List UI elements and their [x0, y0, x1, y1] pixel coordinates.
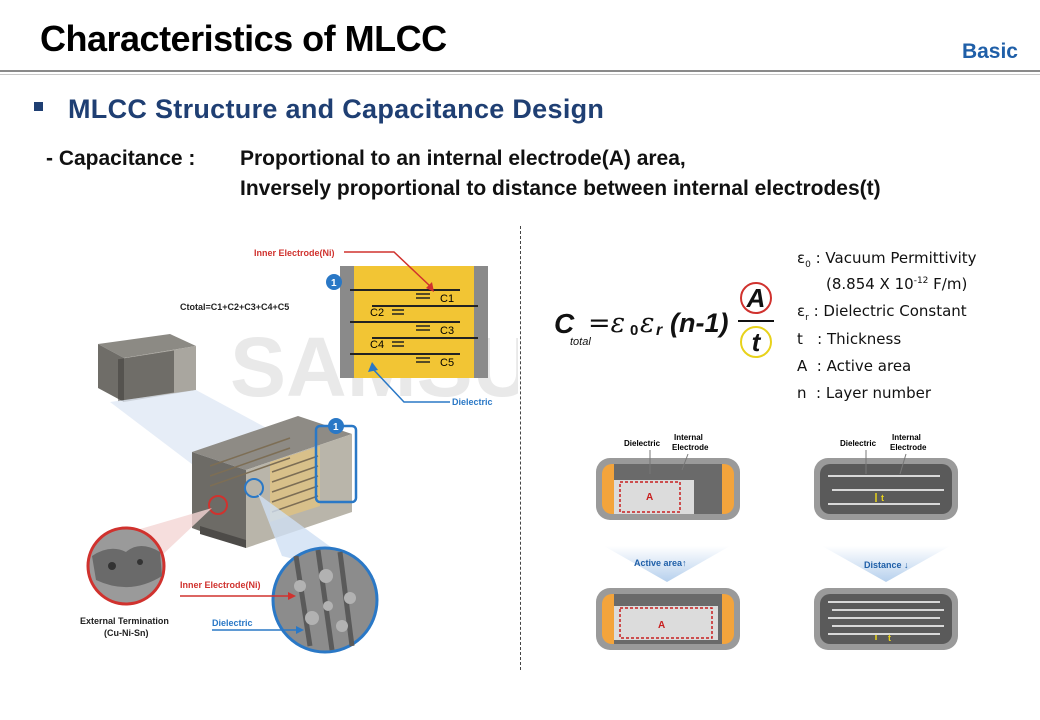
- legend-active-area: A : Active area: [797, 357, 912, 375]
- internal-label-1: Internal: [674, 433, 703, 442]
- termination-circle-red: [208, 495, 228, 515]
- page-title: Characteristics of MLCC: [40, 18, 447, 59]
- inner-electrode-label-top: Inner Electrode(Ni): [254, 248, 335, 258]
- distance-arrow: [822, 546, 950, 582]
- svg-text:1: 1: [331, 278, 337, 289]
- legend-layer-number: n : Layer number: [797, 384, 931, 402]
- active-area-thickness-diagrams: A Dielectric Internal Electrode Active a…: [596, 433, 958, 650]
- svg-text:t: t: [888, 633, 891, 643]
- capacitance-line-1: Proportional to an internal electrode(A)…: [240, 147, 686, 170]
- distance-label: Distance ↓: [864, 560, 909, 570]
- svg-text:A: A: [646, 492, 653, 503]
- area-symbol: A: [740, 282, 772, 314]
- dielectric-label-bottom: Dielectric: [212, 618, 253, 628]
- chip-thickness-large: t: [814, 458, 958, 520]
- thickness-symbol: t: [740, 326, 772, 358]
- active-area-arrow: [604, 546, 730, 582]
- legend-thickness: t : Thickness: [797, 330, 902, 348]
- chip-cutaway: [192, 416, 352, 548]
- marker-1-bottom: [328, 418, 344, 434]
- square-bullet-icon: [34, 102, 43, 111]
- legend-permittivity-value: (8.854 X 10-12 F/m): [826, 275, 968, 293]
- electrode-label-1: Electrode: [672, 443, 709, 452]
- cap-c2: C2: [370, 307, 384, 319]
- chip-small: [98, 334, 196, 402]
- cross-section-diagram: C1 C2 C3 C4 C5: [340, 266, 488, 378]
- mlcc-structure-diagram: SAMSUNG 1: [80, 248, 518, 654]
- header-divider-thin: [0, 74, 1040, 75]
- ctotal-formula: Ctotal=C1+C2+C3+C4+C5: [180, 302, 289, 312]
- dielectric-label-top: Dielectric: [452, 397, 493, 407]
- dielectric-label-2: Dielectric: [840, 439, 877, 448]
- legend-dielectric-constant: εr : Dielectric Constant: [797, 302, 967, 323]
- electrode-sem-image: [271, 546, 379, 654]
- internal-label-2: Internal: [892, 433, 921, 442]
- vertical-divider: [520, 226, 521, 670]
- cap-c4: C4: [370, 339, 384, 351]
- active-area-label: Active area↑: [634, 558, 687, 568]
- electrode-circle-blue: [244, 478, 264, 498]
- capacitance-line-2: Inversely proportional to distance betwe…: [240, 177, 881, 200]
- cap-c3: C3: [440, 325, 454, 337]
- chip-thickness-small: t: [814, 588, 958, 650]
- termination-sem-image: [86, 526, 166, 606]
- fraction-bar: [738, 320, 774, 322]
- chip-active-small: A: [596, 458, 740, 520]
- svg-text:A: A: [658, 620, 665, 631]
- basic-badge: Basic: [961, 40, 1018, 63]
- dielectric-label-1: Dielectric: [624, 439, 661, 448]
- external-termination-label: External Termination: [80, 616, 169, 626]
- capacitance-label: - Capacitance :: [46, 147, 196, 170]
- chip-active-large: A: [596, 588, 740, 650]
- marker-1-top: [326, 274, 342, 290]
- section-heading: MLCC Structure and Capacitance Design: [68, 94, 605, 124]
- external-termination-material: (Cu-Ni-Sn): [104, 628, 149, 638]
- svg-text:1: 1: [333, 422, 339, 433]
- header-divider: [0, 70, 1040, 72]
- svg-text:t: t: [881, 493, 884, 503]
- cap-c1: C1: [440, 293, 454, 305]
- inner-electrode-label-bottom: Inner Electrode(Ni): [180, 580, 261, 590]
- legend-vacuum-permittivity: ε0 : Vacuum Permittivity: [797, 249, 977, 270]
- electrode-label-2: Electrode: [890, 443, 927, 452]
- cap-c5: C5: [440, 357, 454, 369]
